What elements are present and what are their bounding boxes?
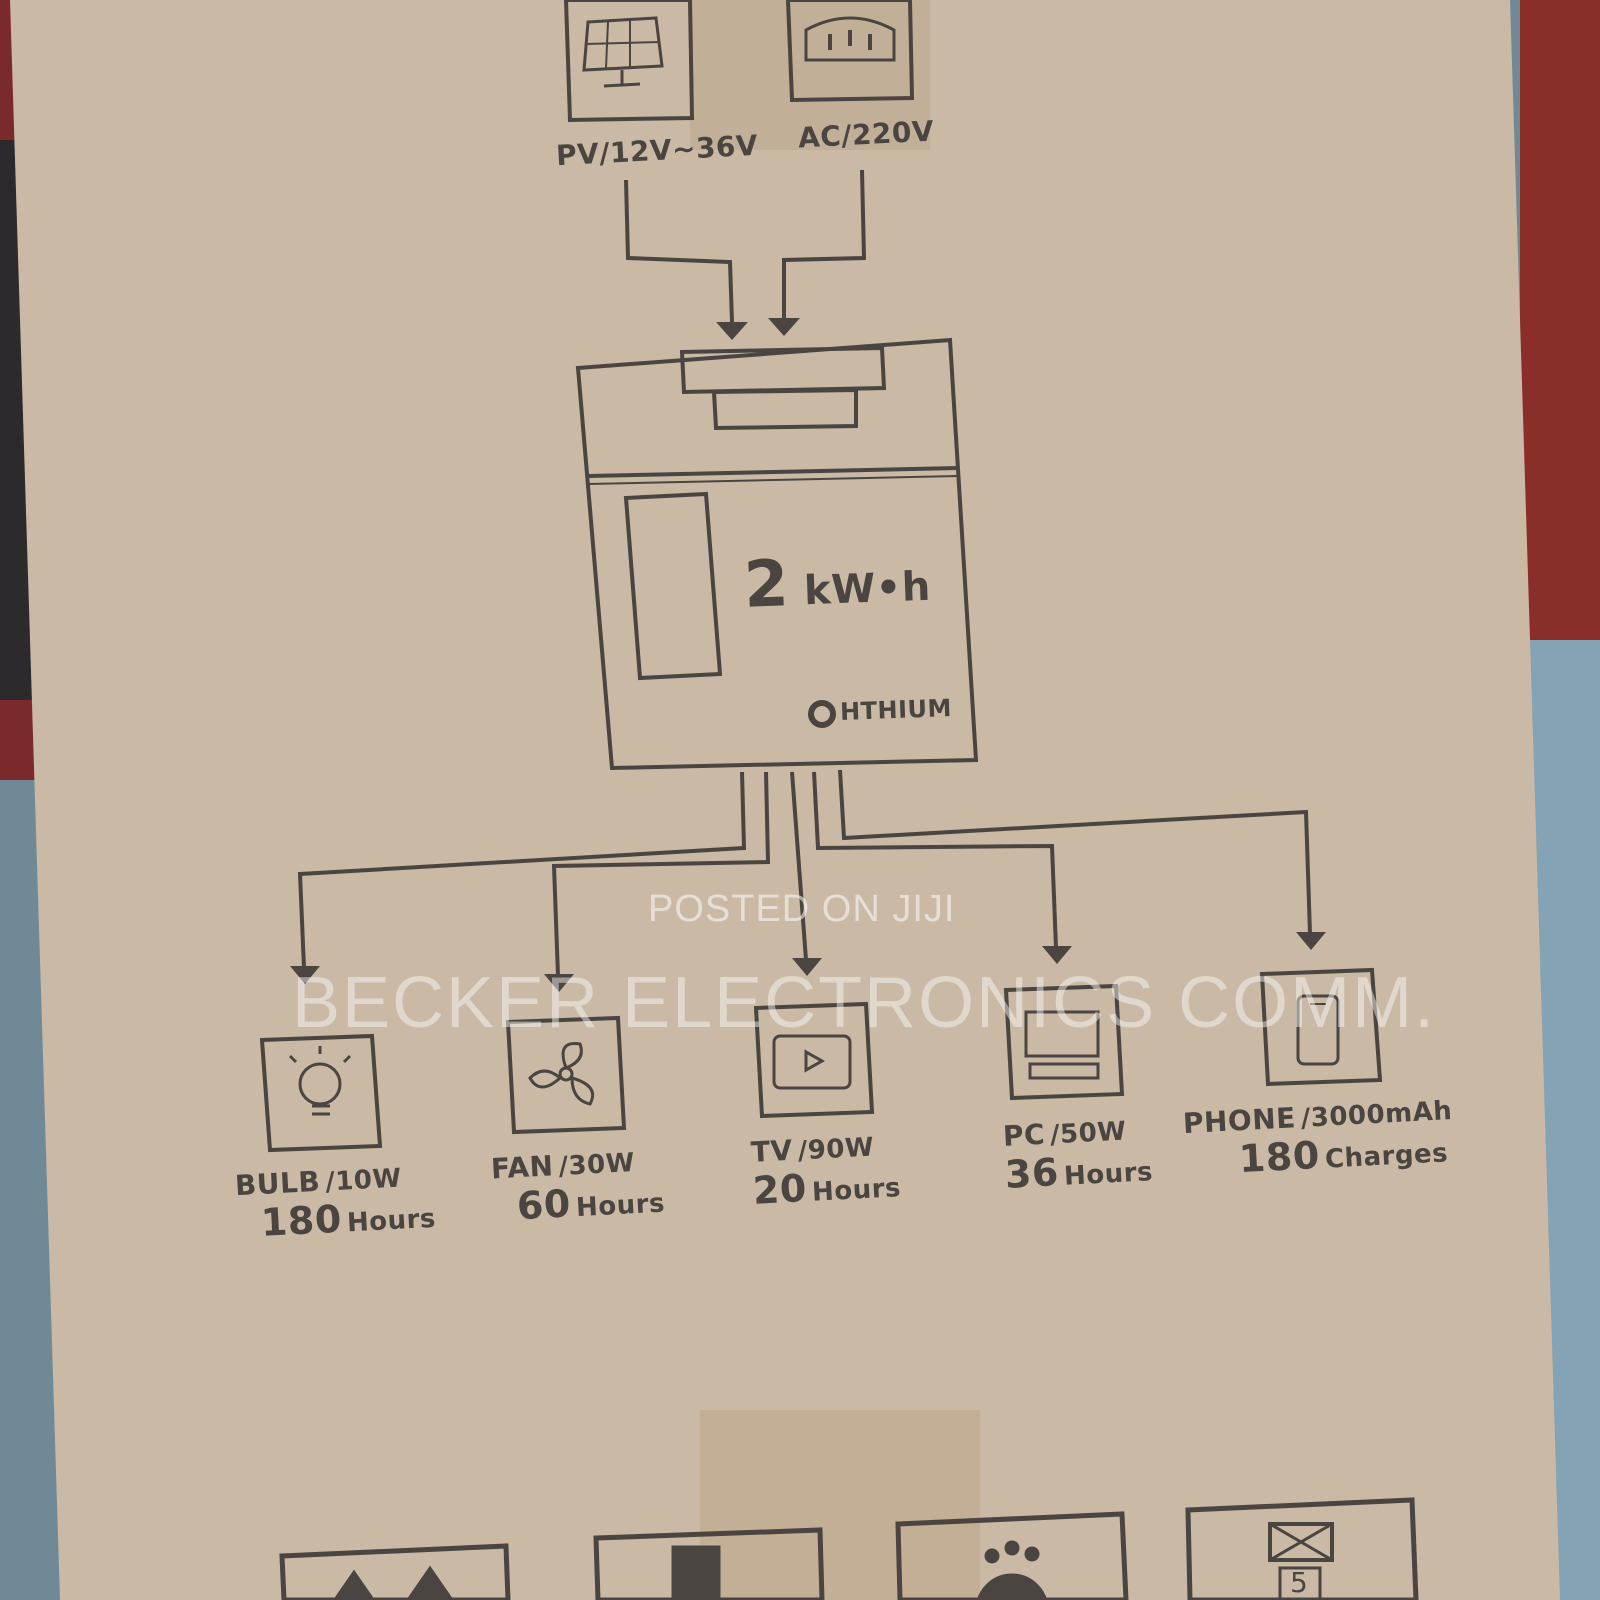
stacking-limit-number: 5 — [1290, 1566, 1309, 1599]
output-pc: PC /50W 36 Hours — [1002, 1112, 1154, 1197]
this-way-up-icon — [279, 1543, 511, 1600]
output-name: PC — [1002, 1117, 1046, 1153]
output-wires — [297, 769, 1312, 977]
fan-icon — [505, 1015, 627, 1135]
output-rating: /50W — [1049, 1116, 1128, 1151]
output-name: BULB — [234, 1164, 321, 1203]
brand-logo-icon — [808, 700, 836, 728]
bulb-icon — [259, 1033, 383, 1153]
power-station-device — [575, 337, 979, 771]
output-tv: TV /90W 20 Hours — [750, 1128, 902, 1213]
runtime-value: 20 — [751, 1166, 808, 1213]
runtime-value: 180 — [1237, 1133, 1321, 1182]
runtime-value: 180 — [259, 1196, 343, 1245]
input-arrows — [624, 169, 867, 323]
handling-symbols — [279, 1497, 1419, 1600]
output-name: FAN — [490, 1149, 555, 1186]
runtime-unit: Hours — [1063, 1157, 1154, 1192]
output-rating: /3000mAh — [1300, 1095, 1454, 1134]
output-rating: /30W — [557, 1148, 636, 1182]
ac-socket-icon — [785, 0, 915, 103]
runtime-value: 36 — [1003, 1150, 1060, 1197]
stacking-limit-icon — [1185, 1497, 1419, 1600]
output-name: TV — [750, 1133, 794, 1169]
capacity-unit: kW•h — [803, 563, 932, 615]
tape-patch — [700, 1410, 980, 1600]
keep-dry-icon — [895, 1511, 1129, 1600]
fragile-icon — [593, 1527, 825, 1600]
background-red-panel-right — [1520, 0, 1600, 640]
pc-icon — [1003, 983, 1125, 1101]
output-bulb: BULB /10W 180 Hours — [234, 1159, 437, 1246]
output-arrow-heads — [290, 932, 1326, 992]
tv-icon — [753, 1001, 875, 1119]
runtime-unit: Hours — [811, 1173, 902, 1208]
watermark-top: POSTED ON JIJI — [648, 888, 956, 930]
device-display-panel — [623, 491, 723, 681]
output-phone: PHONE /3000mAh 180 Charges — [1182, 1093, 1455, 1184]
runtime-value: 60 — [515, 1181, 572, 1229]
brand-name: HTHIUM — [839, 694, 953, 726]
phone-icon — [1259, 967, 1383, 1087]
watermark-main: BECKER ELECTRONICS COMM. — [292, 963, 1437, 1043]
output-rating: /10W — [324, 1163, 403, 1198]
cardboard-face — [10, 0, 1560, 1600]
capacity-value: 2 — [742, 547, 791, 623]
output-fan: FAN /30W 60 Hours — [490, 1144, 666, 1230]
solar-panel-icon — [563, 0, 695, 123]
runtime-unit: Charges — [1324, 1138, 1449, 1175]
arrow-head — [768, 318, 800, 336]
arrow-head — [716, 322, 748, 340]
output-rating: /90W — [797, 1132, 875, 1167]
tape-patch — [690, 0, 930, 150]
runtime-unit: Hours — [346, 1203, 437, 1239]
runtime-unit: Hours — [575, 1188, 666, 1224]
